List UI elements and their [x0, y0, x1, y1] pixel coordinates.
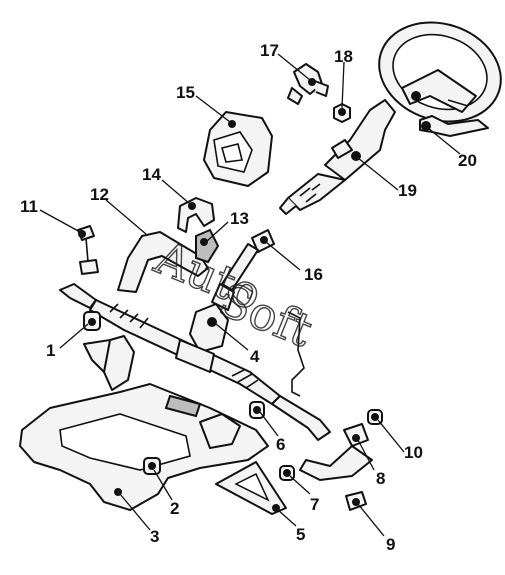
label-12: 12: [90, 185, 109, 204]
part-1-bushing: [83, 311, 101, 331]
label-6: 6: [276, 435, 285, 454]
label-19: 19: [398, 181, 417, 200]
leader-lines: [39, 53, 461, 537]
part-19-steering-column: [279, 99, 396, 215]
part-9-ball-joint: [345, 491, 367, 511]
label-1: 1: [46, 341, 55, 360]
part-14-clamp: [177, 197, 215, 233]
steering-wheel: [378, 21, 502, 123]
part-20-lever: [419, 115, 489, 137]
label-2: 2: [170, 499, 179, 518]
part-3-subframe: [19, 335, 269, 511]
label-3: 3: [150, 527, 159, 546]
label-7: 7: [310, 495, 319, 514]
label-9: 9: [386, 535, 395, 554]
part-4-steering-rack: [59, 283, 331, 441]
label-20: 20: [458, 151, 477, 170]
label-13: 13: [230, 209, 249, 228]
label-4: 4: [250, 347, 260, 366]
part-5-plate: [215, 461, 287, 515]
label-5: 5: [296, 525, 305, 544]
label-15: 15: [176, 83, 195, 102]
callout-labels: 1 2 3 4 5 6 7 8 9 10 11 12 13 14 15 16 1…: [20, 41, 477, 554]
watermark-line2: Soft: [212, 272, 321, 358]
part-6-bushing: [249, 401, 265, 419]
label-14: 14: [142, 165, 161, 184]
label-11: 11: [20, 197, 38, 216]
part-17-ignition-lock: [287, 63, 329, 105]
label-8: 8: [376, 469, 385, 488]
label-10: 10: [404, 443, 423, 462]
part-12-bracket: [117, 231, 209, 293]
part-11-stabilizer-link: [77, 225, 99, 275]
part-15-boot: [203, 111, 273, 187]
label-17: 17: [260, 41, 279, 60]
part-16-intermediate-shaft: [211, 229, 275, 311]
label-16: 16: [304, 265, 323, 284]
part-8-control-arm: [299, 423, 373, 481]
label-18: 18: [334, 47, 353, 66]
part-13-bracket: [195, 228, 220, 264]
part-2-mount: [143, 457, 161, 475]
